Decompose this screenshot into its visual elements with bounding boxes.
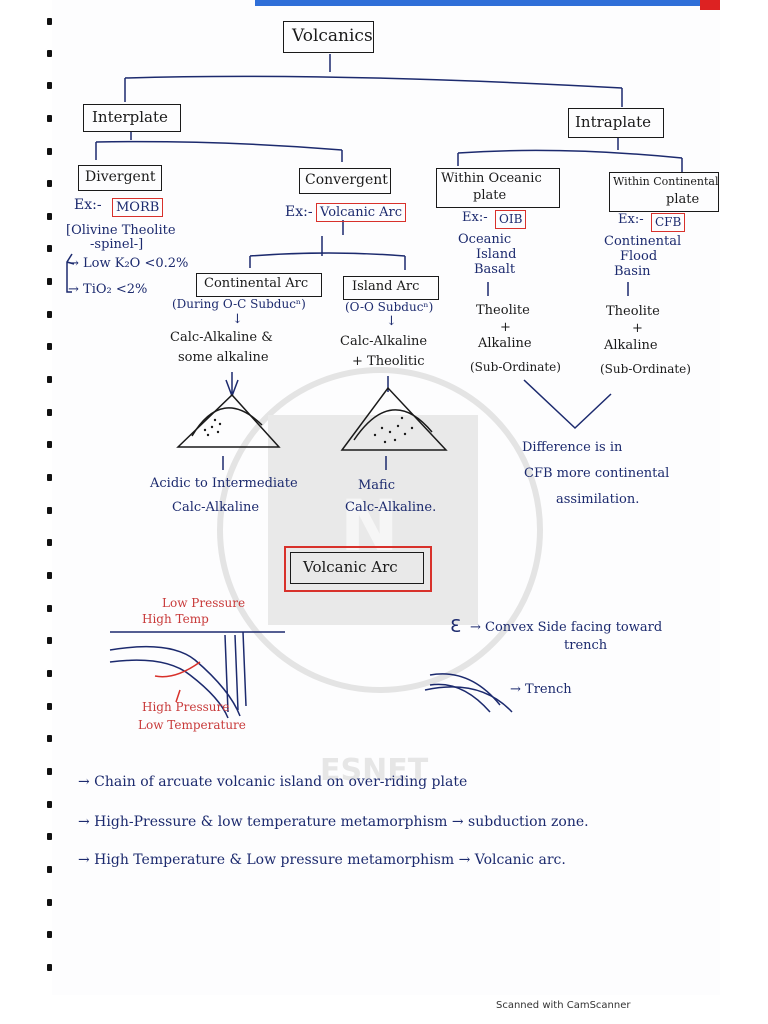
divergent-example: MORB	[112, 198, 163, 217]
point-2: → High-Pressure & low temperature metamo…	[78, 814, 589, 830]
island-arc-output-1: Mafic	[358, 478, 395, 493]
convex-side-note-2: trench	[564, 638, 607, 653]
island-arc-magma-2: + Theolitic	[352, 354, 425, 369]
continental-arc-magma-2: some alkaline	[178, 350, 269, 365]
within-continental-result-4: (Sub-Ordinate)	[600, 362, 691, 376]
within-oceanic-label-1: Within Oceanic	[441, 171, 542, 186]
divergent-bullet-2: → TiO₂ <2%	[68, 282, 147, 297]
island-arc-label: Island Arc	[352, 279, 419, 294]
label-high-pressure: High Pressure	[142, 700, 229, 714]
within-continental-label-2: plate	[666, 192, 699, 207]
within-continental-example: CFB	[651, 213, 685, 232]
divergent-ex-prefix: Ex:-	[74, 197, 102, 213]
convergent-example: Volcanic Arc	[316, 203, 406, 222]
within-continental-desc-2: Flood	[620, 249, 657, 264]
interplate-label: Interplate	[92, 108, 168, 126]
intraplate-box: Intraplate	[568, 108, 664, 138]
island-arc-magma-1: Calc-Alkaline	[340, 334, 427, 349]
within-continental-label-1: Within Continental	[613, 175, 718, 188]
volcanic-arc-heading: Volcanic Arc	[303, 558, 398, 576]
continental-arc-sub: (During O-C Subducⁿ)	[172, 297, 306, 311]
title-box: Volcanics	[283, 21, 374, 53]
convergent-label: Convergent	[305, 172, 388, 188]
continental-arc-output-2: Calc-Alkaline	[172, 500, 259, 515]
within-continental-result-3: Alkaline	[604, 338, 658, 353]
continental-arc-magma-1: Calc-Alkaline &	[170, 330, 273, 345]
within-oceanic-ex-prefix: Ex:-	[462, 210, 488, 225]
within-oceanic-result-3: Alkaline	[478, 336, 532, 351]
convex-symbol-icon: ℇ	[450, 616, 461, 637]
label-low-pressure: Low Pressure	[162, 596, 245, 610]
within-continental-result-2: +	[632, 321, 643, 336]
convergent-ex-prefix: Ex:-	[285, 204, 313, 220]
island-arc-arrow: ↓	[386, 314, 397, 329]
within-continental-box: Within Continental plate	[609, 172, 719, 212]
intraplate-label: Intraplate	[575, 113, 651, 131]
difference-line-1: Difference is in	[522, 440, 622, 455]
continental-arc-arrow: ↓	[232, 312, 243, 327]
island-arc-box: Island Arc	[343, 276, 439, 300]
within-continental-desc-1: Continental	[604, 234, 681, 249]
divergent-note-1: [Olivine Theolite	[66, 223, 176, 238]
volcanic-arc-heading-box: Volcanic Arc	[284, 546, 432, 592]
point-3: → High Temperature & Low pressure metamo…	[78, 852, 566, 868]
within-oceanic-result-1: Theolite	[476, 303, 530, 318]
within-oceanic-desc-3: Basalt	[474, 262, 515, 277]
label-low-temperature: Low Temperature	[138, 718, 246, 732]
difference-line-3: assimilation.	[556, 492, 639, 507]
scanner-footer: Scanned with CamScanner	[496, 1000, 631, 1011]
within-oceanic-result-4: (Sub-Ordinate)	[470, 360, 561, 374]
within-oceanic-result-2: +	[500, 320, 511, 335]
continental-arc-box: Continental Arc	[196, 273, 322, 297]
convex-side-note: → Convex Side facing toward	[470, 620, 662, 635]
divergent-note-2: -spinel-]	[90, 237, 143, 252]
divergent-label: Divergent	[85, 169, 155, 185]
continental-arc-output-1: Acidic to Intermediate	[150, 476, 298, 491]
island-arc-output-2: Calc-Alkaline.	[345, 500, 436, 515]
trench-label: → Trench	[510, 682, 572, 697]
page-title: Volcanics	[292, 26, 373, 46]
label-high-temp: High Temp	[142, 612, 209, 626]
within-oceanic-desc-1: Oceanic	[458, 232, 511, 247]
within-oceanic-desc-2: Island	[476, 247, 516, 262]
continental-arc-label: Continental Arc	[204, 276, 308, 291]
within-oceanic-example: OIB	[495, 210, 526, 229]
divergent-bullet-1: → Low K₂O <0.2%	[68, 256, 188, 271]
within-oceanic-box: Within Oceanic plate	[436, 168, 560, 208]
within-continental-ex-prefix: Ex:-	[618, 212, 644, 227]
within-continental-desc-3: Basin	[614, 264, 651, 279]
island-arc-sub: (O-O Subducⁿ)	[345, 300, 433, 314]
within-oceanic-label-2: plate	[473, 188, 506, 203]
interplate-box: Interplate	[83, 104, 181, 132]
difference-line-2: CFB more continental	[524, 466, 669, 481]
convergent-box: Convergent	[299, 168, 391, 194]
point-1: → Chain of arcuate volcanic island on ov…	[78, 774, 467, 790]
divergent-box: Divergent	[78, 165, 162, 191]
within-continental-result-1: Theolite	[606, 304, 660, 319]
